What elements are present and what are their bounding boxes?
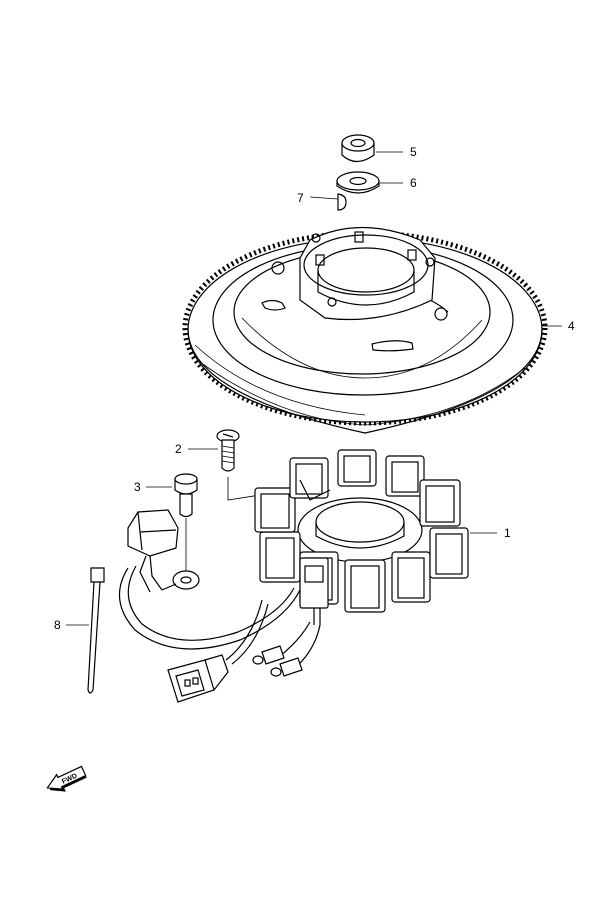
callout-4: 4 bbox=[568, 319, 575, 333]
key-part bbox=[337, 193, 347, 211]
callout-3: 3 bbox=[134, 480, 141, 494]
callout-6: 6 bbox=[410, 176, 417, 190]
callout-8: 8 bbox=[54, 618, 61, 632]
pulser-coil-part bbox=[127, 509, 200, 593]
bolt-part bbox=[174, 473, 198, 518]
callout-5: 5 bbox=[410, 145, 417, 159]
screw-part bbox=[216, 429, 240, 472]
flywheel-part bbox=[182, 227, 548, 434]
nut-part bbox=[341, 134, 375, 163]
leader-7 bbox=[309, 196, 339, 200]
stator-part bbox=[254, 449, 469, 625]
cable-tie-part bbox=[87, 567, 105, 694]
forward-arrow-icon: FWD bbox=[46, 765, 87, 792]
wire-harness bbox=[118, 565, 321, 703]
washer-part bbox=[336, 171, 380, 194]
callout-1: 1 bbox=[504, 526, 511, 540]
callout-7: 7 bbox=[297, 191, 304, 205]
callout-2: 2 bbox=[175, 442, 182, 456]
